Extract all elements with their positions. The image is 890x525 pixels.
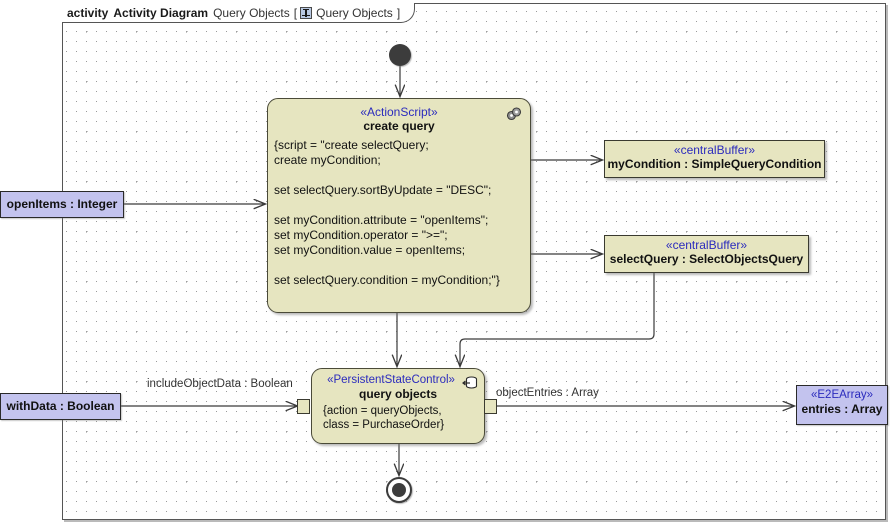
frame-bracket-label: Query Objects [316,6,393,20]
create-query-stereotype: «ActionScript» [360,105,438,119]
query-objects-name: query objects [358,387,438,401]
output-pin-object-entries[interactable] [484,399,497,414]
action-query-objects[interactable]: «PersistentStateControl» query objects {… [311,368,485,444]
activity-parameter-openitems[interactable]: openItems : Integer [0,191,124,218]
create-query-name: create query [363,119,435,133]
central-buffer-mycondition[interactable]: «centralBuffer» myCondition : SimpleQuer… [604,140,825,178]
mycondition-name: myCondition : SimpleQueryCondition [607,157,822,171]
activity-diagram-icon [300,6,313,20]
edge-label-include-object-data: includeObjectData : Boolean [147,378,293,390]
action-create-query[interactable]: «ActionScript» create query {script = "c… [267,98,531,313]
query-objects-properties: {action = queryObjects, class = Purchase… [323,405,445,431]
persistence-database-icon [462,376,478,389]
activity-final-node[interactable] [386,477,412,503]
selectquery-stereotype: «centralBuffer» [665,238,748,252]
activity-parameter-withdata[interactable]: withData : Boolean [0,393,121,420]
central-buffer-selectquery[interactable]: «centralBuffer» selectQuery : SelectObje… [604,235,809,273]
frame-kind: Activity Diagram [113,6,209,20]
edge-label-object-entries: objectEntries : Array [496,387,599,399]
entries-stereotype: «E2EArray» [810,389,873,401]
entries-name: entries : Array [801,402,883,416]
frame-name: Query Objects [213,6,290,20]
initial-node[interactable] [389,44,411,66]
frame-keyword: activity [67,6,109,20]
frame-bracket-close: ] [396,6,401,20]
e2e-array-entries[interactable]: «E2EArray» entries : Array [796,385,888,425]
mycondition-stereotype: «centralBuffer» [673,143,756,157]
input-pin-include-object-data[interactable] [297,399,310,414]
query-objects-stereotype: «PersistentStateControl» [327,374,455,386]
script-gears-icon [506,107,522,121]
create-query-script: {script = "create selectQuery; create my… [274,138,500,287]
frame-header: activity Activity Diagram Query Objects … [62,3,416,23]
selectquery-name: selectQuery : SelectObjectsQuery [609,252,804,266]
openitems-label: openItems : Integer [6,197,118,211]
frame-bracket-open: [ [293,6,298,20]
withdata-label: withData : Boolean [6,399,115,413]
